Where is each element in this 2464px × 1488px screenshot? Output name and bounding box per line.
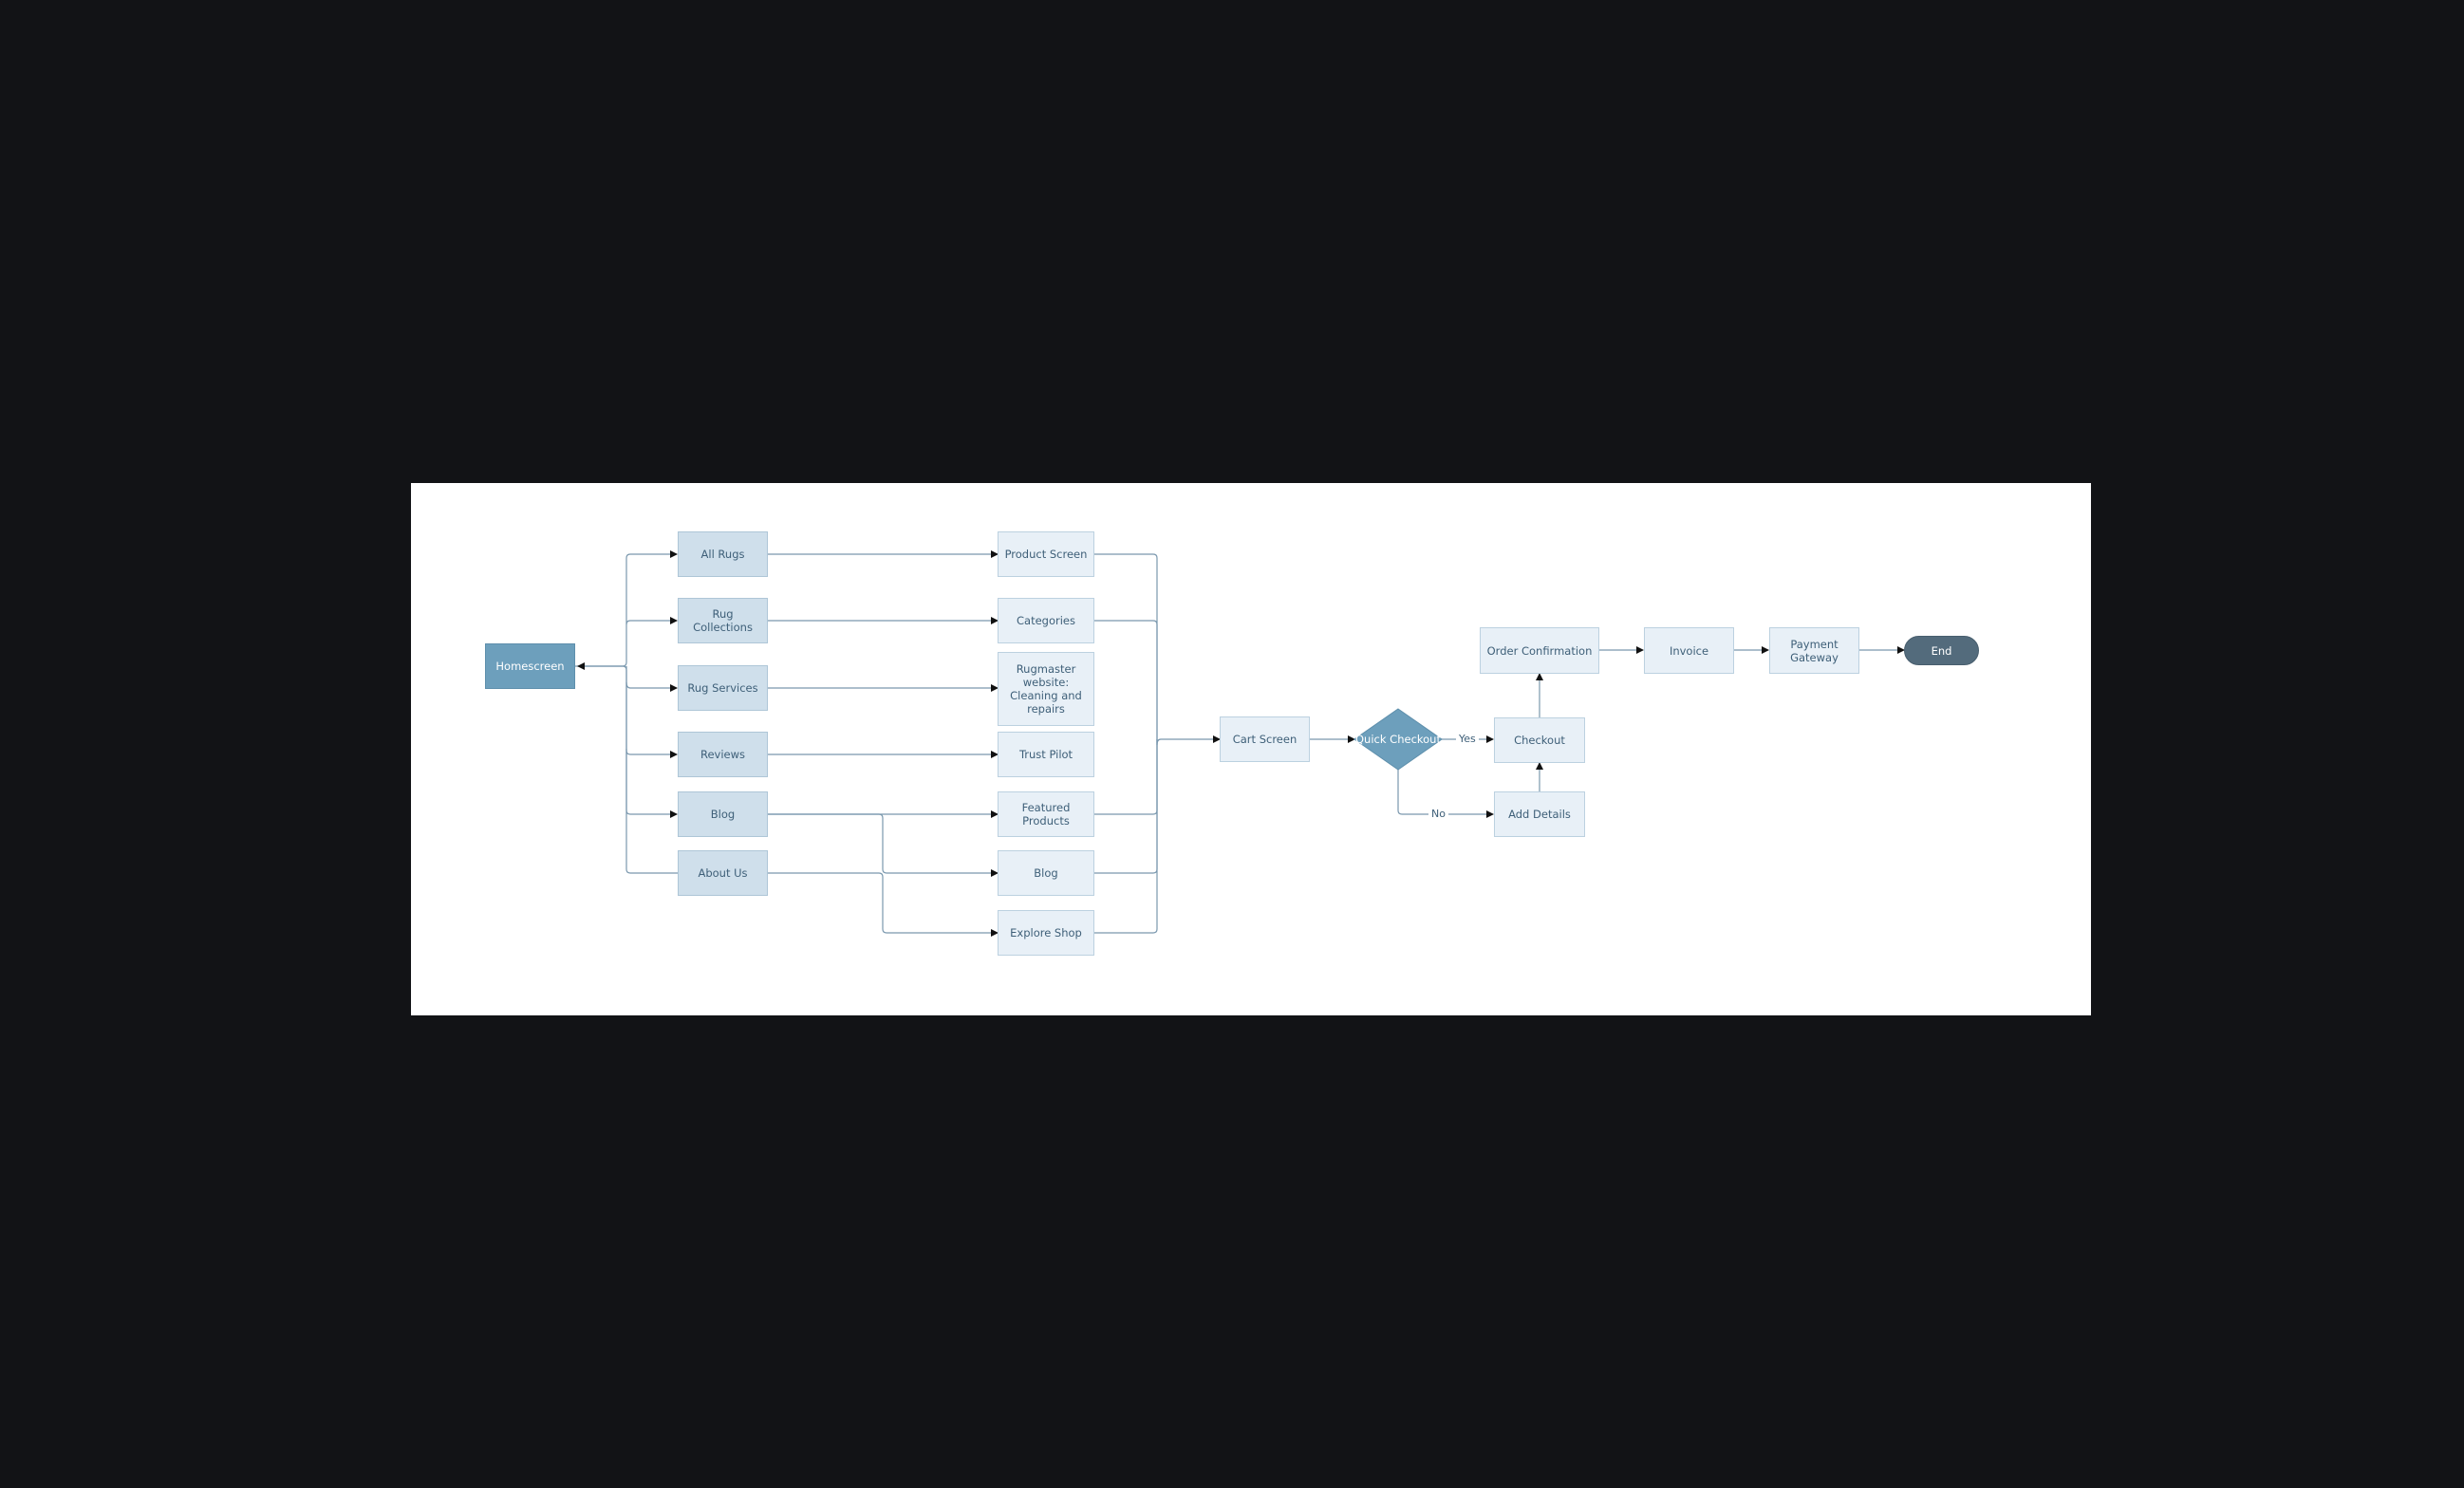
edge-home-all-rugs	[575, 550, 678, 667]
node-blog-right[interactable]: Blog	[998, 850, 1094, 896]
edge-quick-no-add-details	[1397, 770, 1494, 818]
node-all-rugs[interactable]: All Rugs	[678, 531, 768, 577]
edge-label-no: No	[1428, 808, 1448, 820]
quick-checkout-diamond[interactable]	[1353, 708, 1443, 771]
node-rugmaster[interactable]: Rugmaster website: Cleaning and repairs	[998, 652, 1094, 726]
edge-home-reviews	[625, 666, 678, 758]
node-about-us[interactable]: About Us	[678, 850, 768, 896]
edge-home-rug-collections	[625, 617, 678, 625]
edge-featured-cart	[1094, 739, 1158, 815]
connector-layer	[575, 550, 1905, 937]
edge-blog-cart	[1094, 739, 1158, 874]
node-featured-products[interactable]: Featured Products	[998, 791, 1094, 837]
node-homescreen[interactable]: Homescreen	[485, 643, 575, 689]
node-trust-pilot[interactable]: Trust Pilot	[998, 732, 1094, 777]
node-add-details[interactable]: Add Details	[1494, 791, 1585, 837]
node-blog-left[interactable]: Blog	[678, 791, 768, 837]
node-rug-collections[interactable]: Rug Collections	[678, 598, 768, 643]
node-checkout[interactable]: Checkout	[1494, 717, 1585, 763]
edge-home-rug-services	[625, 681, 678, 692]
label-quick-checkout: Quick Checkout	[1355, 733, 1441, 746]
node-end[interactable]: End	[1904, 636, 1979, 665]
node-product-screen[interactable]: Product Screen	[998, 531, 1094, 577]
edge-about-home	[577, 662, 678, 874]
edge-explore-cart	[1094, 739, 1158, 934]
edge-about-explore	[768, 872, 999, 937]
edge-home-blog	[625, 749, 678, 818]
node-order-confirmation[interactable]: Order Confirmation	[1480, 627, 1599, 674]
node-explore-shop[interactable]: Explore Shop	[998, 910, 1094, 956]
node-cart-screen[interactable]: Cart Screen	[1220, 716, 1310, 762]
edge-blog-blog	[768, 813, 999, 877]
node-rug-services[interactable]: Rug Services	[678, 665, 768, 711]
edge-categories-cart	[1094, 620, 1158, 739]
node-categories[interactable]: Categories	[998, 598, 1094, 643]
diagram-canvas: Homescreen All Rugs Rug Collections Rug …	[411, 483, 2091, 1015]
node-invoice[interactable]: Invoice	[1644, 627, 1734, 674]
node-reviews[interactable]: Reviews	[678, 732, 768, 777]
edge-label-yes: Yes	[1456, 733, 1479, 745]
node-payment-gateway[interactable]: Payment Gateway	[1769, 627, 1859, 674]
